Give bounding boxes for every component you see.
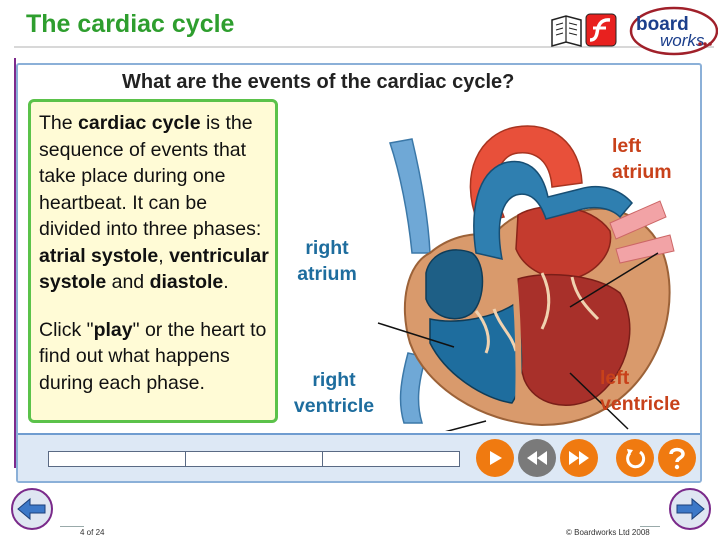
label-left-atrium: left atrium (612, 135, 672, 183)
fast-forward-button[interactable] (560, 439, 598, 477)
play-button[interactable] (476, 439, 514, 477)
logo-line2: works (660, 31, 705, 50)
left-sidebar-rule (0, 58, 16, 468)
panel-heading: What are the events of the cardiac cycle… (122, 71, 515, 93)
footer-rule-right (640, 526, 660, 527)
play-icon (490, 451, 502, 465)
rewind-button[interactable] (518, 439, 556, 477)
pulmonary-vein-lower (615, 234, 675, 264)
tricuspid-valve (474, 308, 518, 354)
book-icon[interactable] (551, 15, 582, 47)
pulmonary-artery (473, 160, 633, 260)
next-slide-button[interactable] (668, 487, 712, 531)
control-bar (18, 433, 700, 481)
inferior-vena-cava (399, 352, 427, 424)
info-paragraph-2: Click "play" or the heart to find out wh… (39, 318, 267, 394)
logo-line1: board (636, 14, 689, 35)
copyright-text: © Boardworks Ltd 2008 (566, 528, 650, 537)
pointer-right-ventricle (445, 420, 487, 431)
progress-segment[interactable] (49, 452, 186, 466)
pulmonary-vein-upper (609, 200, 667, 240)
right-atrium-chamber (425, 249, 484, 320)
label-left-ventricle: left ventricle (600, 367, 681, 415)
pointer-left-ventricle (569, 372, 629, 430)
previous-slide-button[interactable] (10, 487, 54, 531)
info-paragraph-1: The cardiac cycle is the sequence of eve… (39, 112, 269, 293)
header-icons: board works (551, 6, 718, 56)
arrow-left-icon (11, 488, 53, 530)
replay-icon (626, 449, 646, 469)
fast-forward-icon (569, 451, 589, 465)
mitral-valve (540, 272, 600, 330)
question-mark-icon (669, 447, 685, 470)
progress-segment[interactable] (323, 452, 459, 466)
pointer-left-atrium (569, 252, 659, 308)
replay-button[interactable] (616, 439, 654, 477)
septum (509, 252, 522, 404)
slide-title: The cardiac cycle (26, 10, 235, 38)
header-divider (14, 46, 714, 48)
arrow-right-icon (669, 488, 711, 530)
progress-segment[interactable] (186, 452, 323, 466)
flash-icon[interactable] (585, 13, 617, 47)
page-number: 4 of 24 (80, 528, 105, 537)
rewind-icon (527, 451, 547, 465)
content-panel: What are the events of the cardiac cycle… (16, 63, 702, 483)
footer-rule-left (60, 526, 84, 527)
vena-cava (389, 138, 431, 254)
info-text-box: The cardiac cycle is the sequence of eve… (28, 99, 278, 423)
label-right-atrium: right atrium (297, 237, 357, 285)
pointer-right-atrium (377, 322, 455, 348)
progress-track[interactable] (48, 451, 460, 467)
boardworks-logo: board works (629, 6, 718, 56)
help-button[interactable] (658, 439, 696, 477)
heart-diagram[interactable] (280, 103, 700, 431)
label-right-ventricle: right ventricle (293, 369, 375, 417)
